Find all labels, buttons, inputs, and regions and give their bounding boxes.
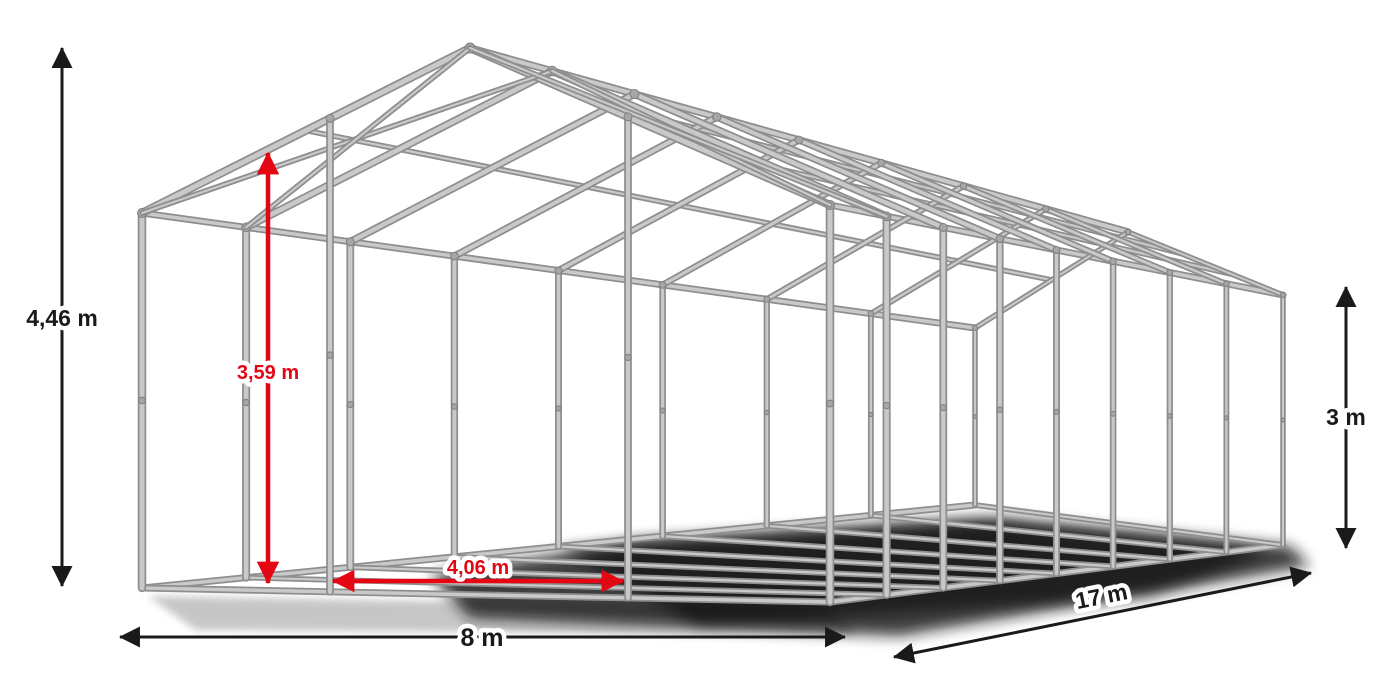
frame-tube [139, 45, 473, 216]
frame-joint [867, 310, 875, 317]
frame-joint [345, 237, 355, 247]
frame-tube [245, 46, 472, 229]
frame-joint [629, 89, 640, 99]
dimension-total-height: 4,46 m [22, 46, 102, 588]
length-arrow [892, 566, 1313, 664]
frame-tube [632, 91, 946, 230]
front-width-label: 8 m [460, 624, 503, 652]
frame-joint [325, 113, 335, 123]
frame-joint [658, 281, 667, 289]
frame-joint [794, 135, 804, 145]
frame-tube [879, 161, 1115, 263]
frame-joint [1280, 417, 1286, 423]
frame-joint [972, 414, 978, 419]
frame-joint [555, 405, 562, 412]
tent-frame [137, 42, 1287, 607]
frame-joint [1053, 408, 1060, 415]
frame-tube [765, 184, 965, 301]
frame-tube [243, 68, 555, 230]
frame-joint [995, 234, 1005, 244]
frame-tube [140, 586, 832, 604]
frame-joint [882, 401, 891, 410]
frame-joint [712, 112, 722, 122]
frame-joint [1052, 246, 1061, 254]
frame-joint [138, 396, 146, 405]
frame-joint [763, 295, 771, 303]
dimension-front-width: 8 m [118, 620, 847, 657]
frame-tube [962, 184, 1172, 274]
frame-joint [877, 158, 886, 168]
frame-joint [939, 404, 947, 412]
frame-joint [1109, 257, 1117, 266]
side-height-label: 3 m [1326, 404, 1366, 430]
clearance-height-label: 3,59 m [237, 362, 299, 384]
frame-tube [797, 138, 1059, 252]
frame-tube [714, 115, 1002, 241]
dimension-side-height: 3 m [1322, 285, 1370, 550]
frame-joint [996, 406, 1004, 414]
frame-joint [938, 223, 948, 232]
frame-joint [1280, 292, 1286, 298]
frame-joint [659, 407, 666, 414]
frame-tube [1127, 231, 1284, 296]
dimension-entrance-width: 4,06 m [331, 553, 625, 593]
frame-joint [764, 409, 770, 416]
frame-joint [451, 403, 458, 410]
frame-joint [1110, 410, 1117, 417]
total-height-label: 4,46 m [26, 305, 98, 331]
frame-joint [326, 351, 334, 359]
frame-tube [869, 207, 1048, 315]
frame-joint [1166, 269, 1174, 276]
frame-tube [140, 69, 554, 215]
frame-joint [1223, 280, 1230, 288]
frame-joint [554, 266, 563, 275]
frame-joint [959, 182, 968, 190]
frame-tube [348, 91, 637, 244]
frame-tube [973, 503, 1285, 547]
frame-joint [242, 398, 250, 407]
frame-tube [1044, 207, 1228, 285]
frame-joint [972, 325, 978, 331]
frame-joint [346, 401, 354, 408]
frame-joint [1167, 413, 1173, 419]
frame-joint [624, 353, 632, 362]
frame-joint [1124, 228, 1132, 236]
frame-joint [623, 112, 633, 122]
frame-joint [1042, 205, 1050, 213]
frame-tube [468, 46, 888, 218]
frame-joint [868, 411, 874, 418]
frame-joint [450, 251, 459, 261]
frame-joint [1223, 415, 1230, 421]
dimension-clearance-height: 3,59 m [232, 151, 304, 585]
frame-joint [826, 399, 834, 408]
entrance-width-label: 4,06 m [447, 557, 509, 579]
